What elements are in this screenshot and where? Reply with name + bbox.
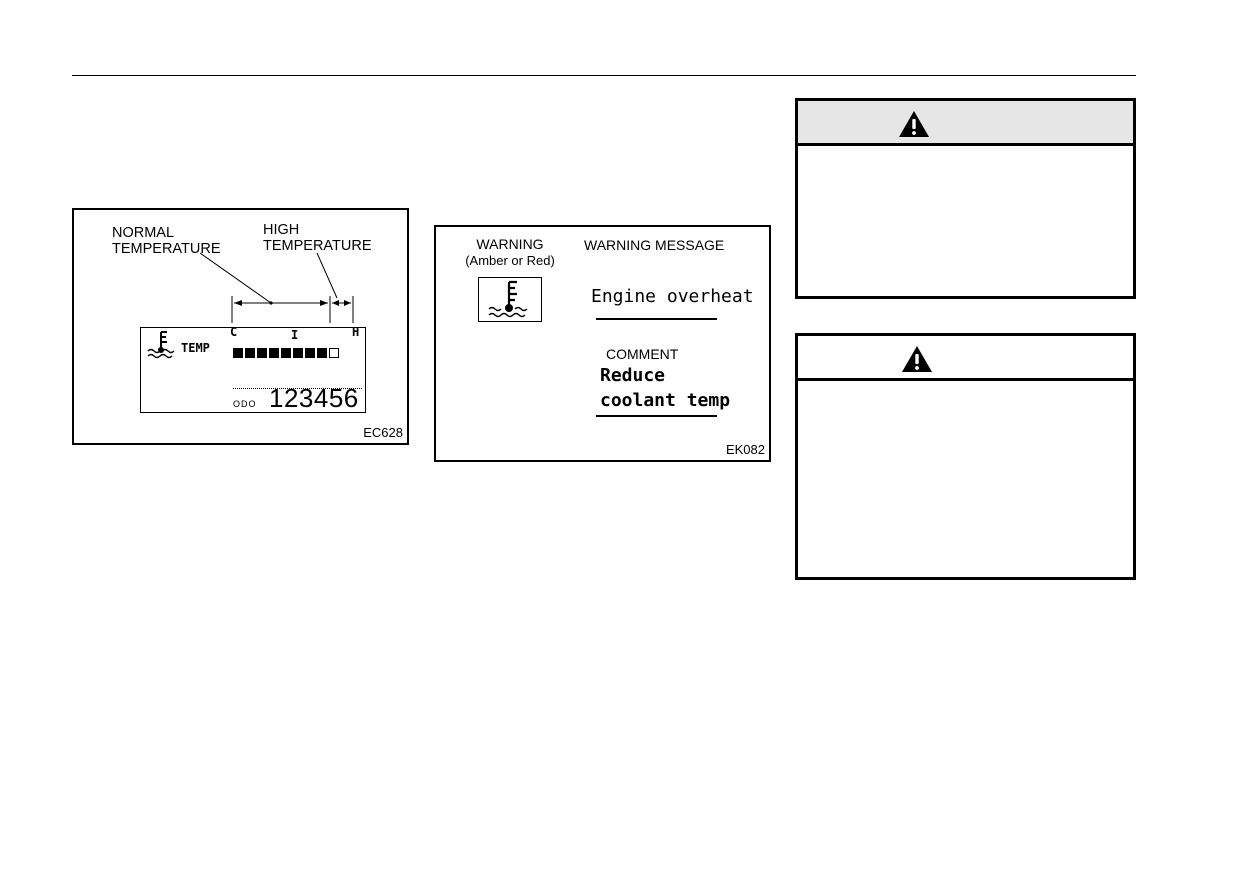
coolant-temperature-icon: [488, 280, 528, 318]
segment-filled: [269, 348, 279, 358]
warning-message-figure: WARNING (Amber or Red) WARNING MESSAGE E…: [434, 225, 771, 462]
comment-underline: [596, 415, 717, 417]
message-underline: [596, 318, 717, 320]
figure-code: EK082: [725, 442, 765, 457]
segment-filled: [305, 348, 315, 358]
scale-cold-label: C: [230, 325, 238, 339]
temperature-segment-bar: [233, 348, 339, 358]
segment-filled: [233, 348, 243, 358]
warning-message-text: Engine overheat: [591, 286, 754, 307]
coolant-temperature-icon: [147, 331, 175, 359]
caution-callout: [795, 333, 1136, 580]
segment-empty: [329, 348, 339, 358]
warning-subtitle: (Amber or Red): [465, 253, 555, 268]
temperature-gauge-figure: NORMAL TEMPERATURE HIGH TEMPERATURE TEMP…: [72, 208, 409, 445]
lcd-divider: [233, 388, 362, 389]
warning-callout: [795, 98, 1136, 299]
segment-filled: [317, 348, 327, 358]
range-arrows: [199, 252, 354, 323]
odometer-label: ODO: [233, 399, 257, 409]
scale-mid-label: I: [291, 328, 299, 342]
figure-code: EC628: [363, 425, 403, 440]
header-rule: [72, 75, 1136, 76]
segment-filled: [245, 348, 255, 358]
segment-filled: [293, 348, 303, 358]
warning-icon-box: [478, 277, 542, 322]
comment-line-1: Reduce: [600, 365, 666, 386]
odometer-value: 123456: [269, 383, 359, 413]
warning-callout-header: [798, 101, 1133, 146]
normal-temperature-label: NORMAL TEMPERATURE: [112, 225, 221, 257]
segment-filled: [257, 348, 267, 358]
segment-filled: [281, 348, 291, 358]
high-temperature-label: HIGH TEMPERATURE: [263, 222, 372, 254]
warning-message-header: WARNING MESSAGE: [584, 237, 725, 253]
warning-title: WARNING: [476, 236, 544, 252]
alert-triangle-icon: [899, 111, 929, 137]
instrument-lcd: TEMP C I H ODO 123456: [140, 325, 366, 413]
comment-line-2: coolant temp: [600, 390, 731, 411]
scale-hot-label: H: [352, 325, 360, 339]
alert-triangle-icon: [902, 346, 932, 372]
comment-header: COMMENT: [606, 346, 679, 362]
temp-label: TEMP: [181, 341, 210, 355]
caution-callout-header: [798, 336, 1133, 381]
